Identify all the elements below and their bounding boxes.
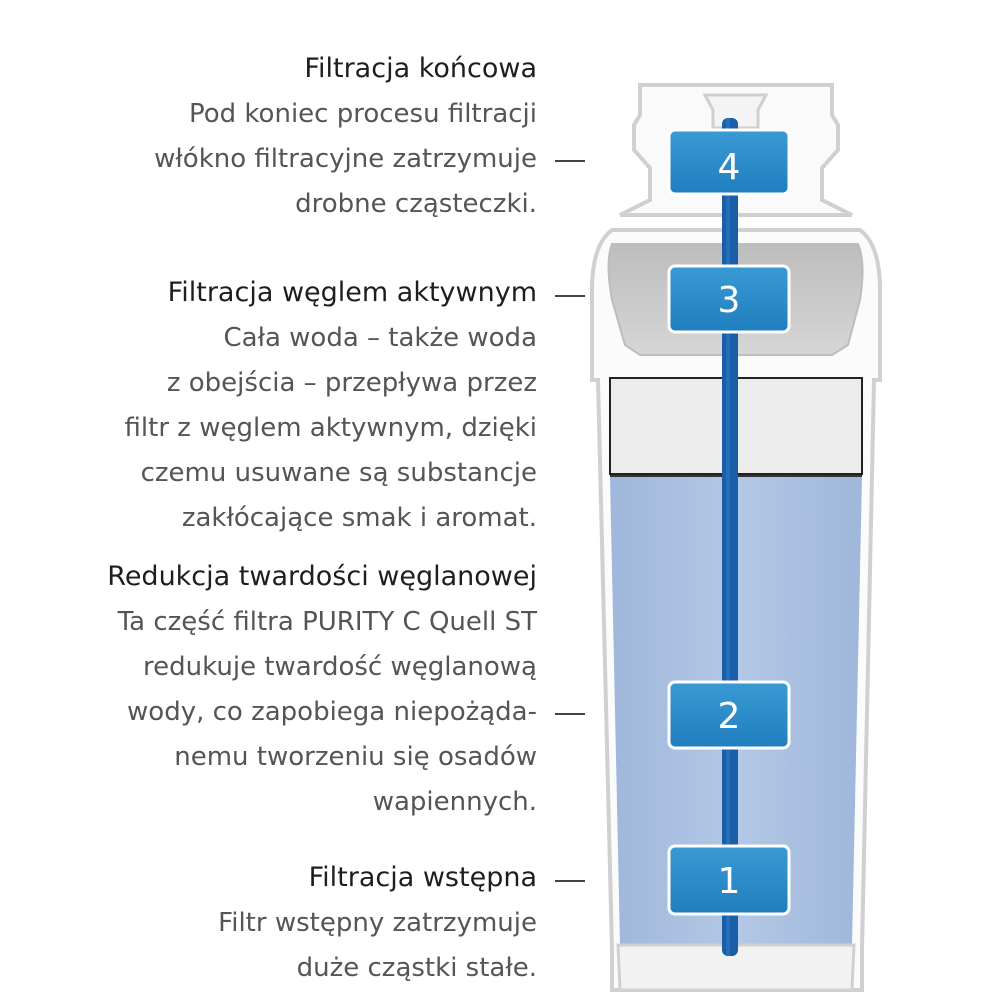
stage-4-title: Filtracja końcowa bbox=[304, 53, 537, 84]
stage-2-line-5: wapiennych. bbox=[372, 787, 537, 817]
stage-2-connector bbox=[555, 713, 585, 715]
stage-3-text: Filtracja węglem aktywnym Cała woda – ta… bbox=[125, 270, 537, 541]
stage-2-line-3: wody, co zapobiega niepożąda- bbox=[127, 697, 537, 727]
badge-1-number: 1 bbox=[718, 861, 741, 902]
badge-4-number: 4 bbox=[718, 147, 741, 188]
badge-3: 3 bbox=[667, 264, 791, 334]
stage-2-line-4: nemu tworzeniu się osadów bbox=[174, 742, 537, 772]
badge-3-number: 3 bbox=[718, 280, 741, 321]
stage-4-line-3: drobne cząsteczki. bbox=[295, 189, 537, 219]
badge-2-number: 2 bbox=[718, 696, 741, 737]
badge-2: 2 bbox=[667, 680, 791, 750]
stage-1-line-1: Filtr wstępny zatrzymuje bbox=[218, 908, 537, 938]
cap-nozzle bbox=[702, 93, 769, 130]
stage-3-title: Filtracja węglem aktywnym bbox=[167, 277, 537, 308]
stage-4-connector bbox=[555, 160, 585, 162]
stage-1-connector bbox=[555, 880, 585, 882]
badge-4: 4 bbox=[667, 128, 791, 196]
stage-3-line-2: z obejścia – przepływa przez bbox=[166, 368, 537, 398]
stage-3-line-3: filtr z węglem aktywnym, dzięki bbox=[124, 413, 537, 443]
stage-3-line-1: Cała woda – także woda bbox=[223, 323, 537, 353]
stage-3-line-4: czemu usuwane są substancje bbox=[140, 458, 537, 488]
badge-1: 1 bbox=[667, 844, 791, 916]
stage-2-title: Redukcja twardości węglanowej bbox=[107, 561, 537, 592]
stage-1-line-2: duże cząstki stałe. bbox=[296, 953, 537, 983]
stage-3-line-5: zakłócające smak i aromat. bbox=[181, 503, 537, 533]
stage-1-title: Filtracja wstępna bbox=[308, 862, 537, 893]
cartridge-base bbox=[616, 943, 856, 992]
stage-4-line-1: Pod koniec procesu filtracji bbox=[189, 99, 537, 129]
stage-1-text: Filtracja wstępna Filtr wstępny zatrzymu… bbox=[218, 855, 537, 991]
stage-2-text: Redukcja twardości węglanowej Ta część f… bbox=[107, 554, 537, 825]
stage-3-connector bbox=[555, 295, 585, 297]
stage-2-line-2: redukuje twardość węglanową bbox=[143, 652, 537, 682]
stage-4-text: Filtracja końcowa Pod koniec procesu fil… bbox=[154, 46, 537, 227]
stage-2-line-1: Ta część filtra PURITY C Quell ST bbox=[117, 607, 537, 637]
stage-4-line-2: włókno filtracyjne zatrzymuje bbox=[154, 144, 537, 174]
